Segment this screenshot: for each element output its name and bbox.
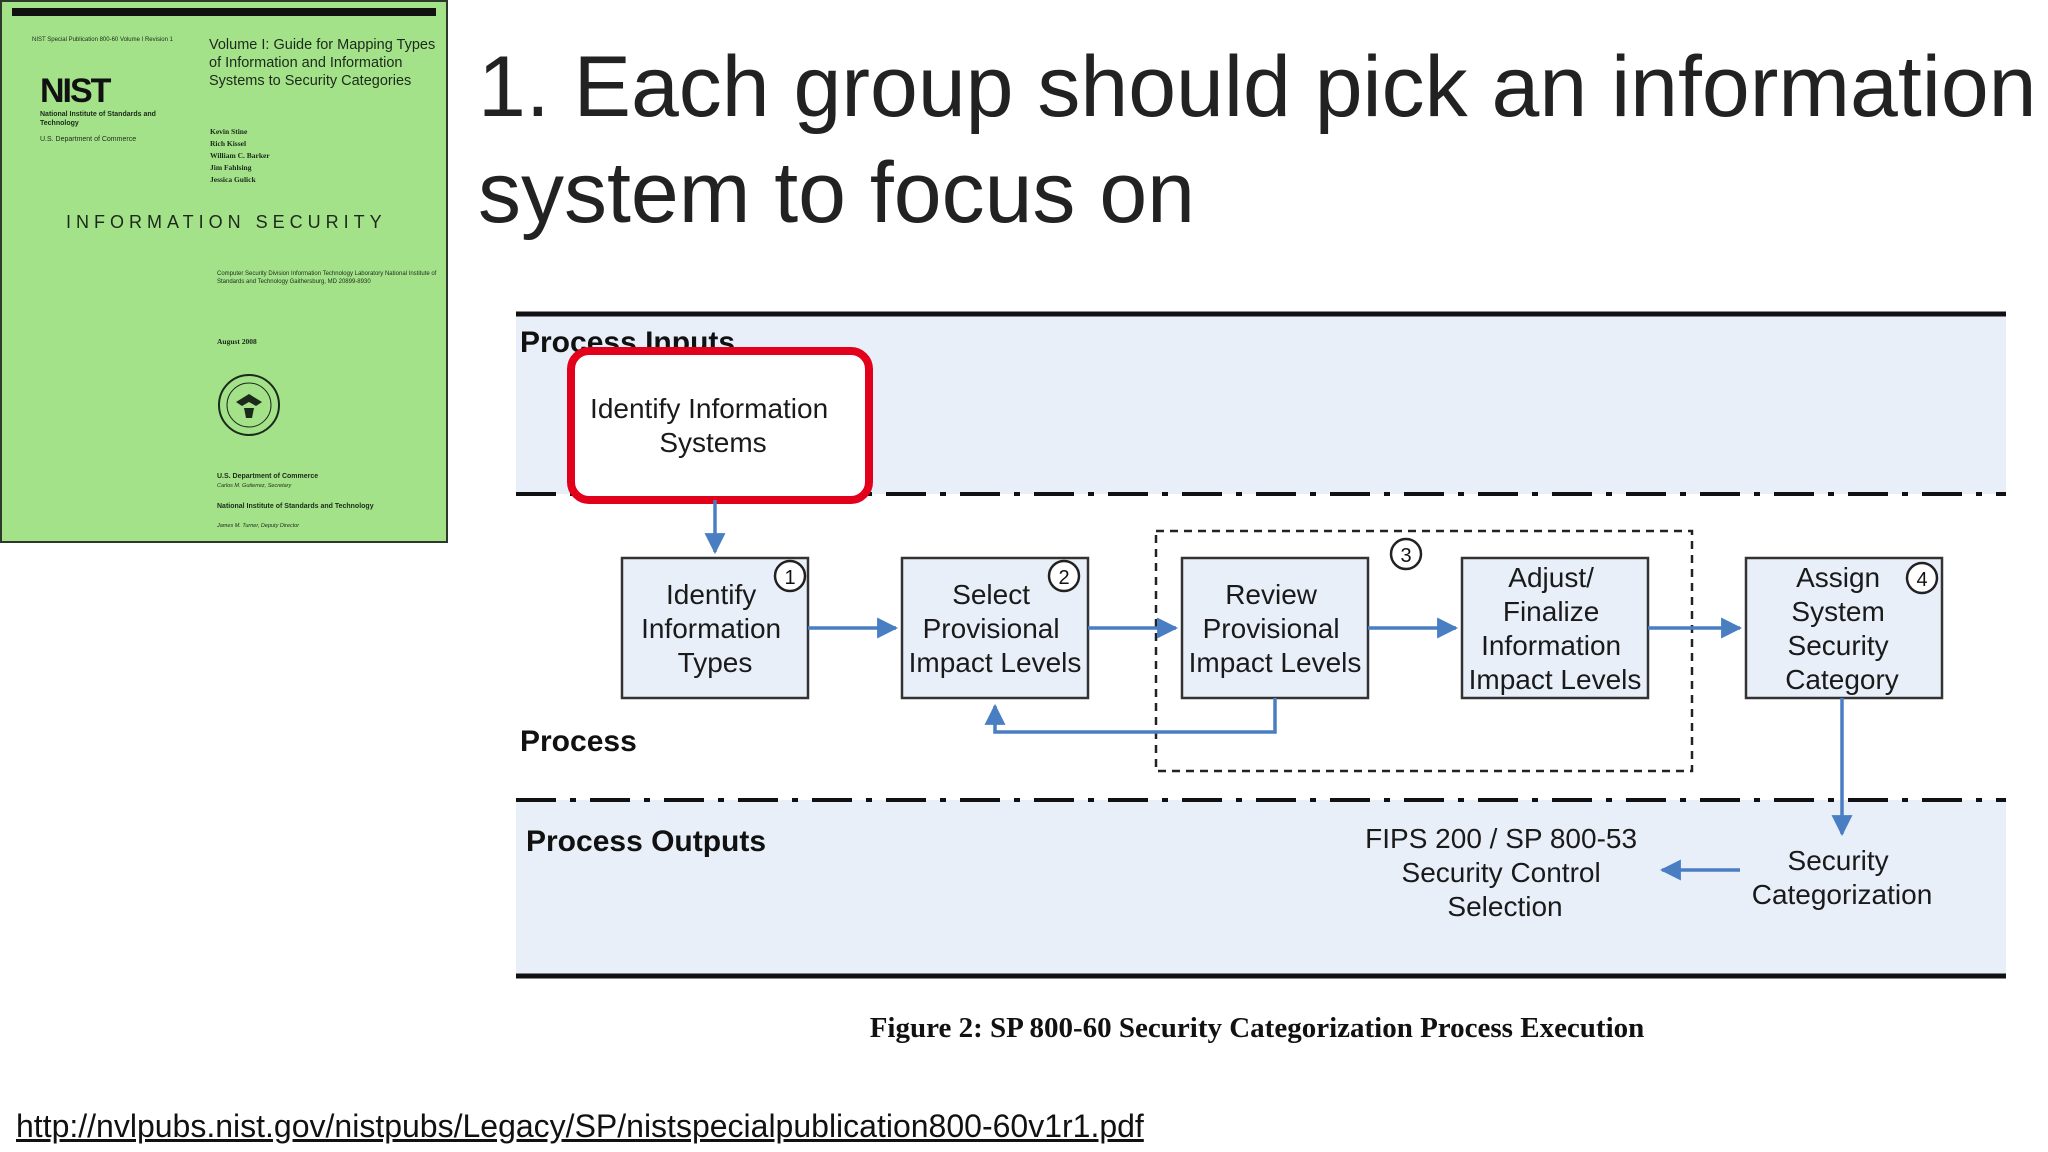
cover-author: Jessica Gulick: [210, 175, 256, 184]
band-label-process: Process: [520, 725, 637, 758]
step-adjust-finalize: Adjust/ Finalize Information Impact Leve…: [1460, 556, 1650, 700]
group-number-badge: [1389, 537, 1423, 571]
outputs-band: [516, 800, 2006, 976]
highlight-frame: [567, 347, 873, 504]
cover-date: August 2008: [217, 337, 257, 346]
step-label: Select Provisional Impact Levels: [909, 579, 1082, 678]
output-fips-line: Security Control: [1402, 857, 1601, 888]
step-label-line: Adjust/: [1508, 562, 1594, 593]
step-label-line: Provisional: [1203, 613, 1340, 644]
step-number: 4: [1916, 569, 1927, 591]
step-label-line: Category: [1785, 664, 1899, 695]
output-security-categorization: Security Categorization: [1752, 845, 1933, 910]
input-box-line: Systems: [659, 427, 766, 458]
cover-nist-full: National Institute of Standards and Tech…: [217, 503, 374, 510]
step-label-line: Impact Levels: [1469, 664, 1642, 695]
cover-dept: U.S. Department of Commerce: [40, 136, 137, 143]
input-box-line: Identify Information: [590, 393, 828, 424]
step-label: Adjust/ Finalize Information Impact Leve…: [1469, 562, 1642, 695]
output-categorization-line: Security: [1788, 845, 1889, 876]
step-number-badge: [773, 559, 807, 593]
step-number-badge: [1047, 559, 1081, 593]
step-label-line: Identify: [666, 579, 756, 610]
cover-author: Jim Fahlsing: [210, 163, 252, 172]
cover-institute: National Institute of Standards and Tech…: [40, 111, 156, 127]
cover-author: William C. Barker: [210, 151, 270, 160]
input-box-text: Identify Information Systems: [590, 393, 836, 458]
step-label-line: Security: [1788, 630, 1889, 661]
cover-commerce-sub: Carlos M. Gutierrez, Secretary: [217, 483, 292, 489]
group-number: 3: [1400, 545, 1411, 567]
cover-author: Rich Kissel: [210, 139, 247, 148]
output-fips-controls: FIPS 200 / SP 800-53 Security Control Se…: [1365, 823, 1645, 922]
band-label-outputs: Process Outputs: [526, 825, 766, 858]
step-select-provisional: 2 Select Provisional Impact Levels: [900, 556, 1090, 700]
cover-section: INFORMATION SECURITY: [66, 212, 387, 232]
output-fips-line: FIPS 200 / SP 800-53: [1365, 823, 1637, 854]
step-identify-types: 1 Identify Information Types: [620, 556, 810, 700]
cover-author: Kevin Stine: [210, 127, 248, 136]
step-label-line: Assign: [1796, 562, 1880, 593]
arrow-review-feedback: [984, 698, 1277, 734]
step-label-line: Select: [952, 579, 1030, 610]
step-label-line: Finalize: [1503, 596, 1599, 627]
source-link[interactable]: http://nvlpubs.nist.gov/nistpubs/Legacy/…: [16, 1108, 1144, 1144]
step-label-line: Information: [641, 613, 781, 644]
step-label-line: Provisional: [923, 613, 1060, 644]
step-label-line: Review: [1225, 579, 1318, 610]
step-label-line: Impact Levels: [909, 647, 1082, 678]
output-categorization-line: Categorization: [1752, 879, 1933, 910]
step-review-provisional: Review Provisional Impact Levels: [1180, 556, 1370, 700]
flow-arrows: [704, 500, 1853, 881]
step-label-line: Impact Levels: [1189, 647, 1362, 678]
step-number: 2: [1058, 567, 1069, 589]
report-cover-thumbnail: NIST Special Publication 800-60 Volume I…: [0, 0, 448, 543]
cover-top-bar: [12, 8, 436, 16]
step-label-line: System: [1791, 596, 1884, 627]
step-label-line: Information: [1481, 630, 1621, 661]
slide-title: 1. Each group should pick an information…: [478, 39, 2037, 241]
step-label: Review Provisional Impact Levels: [1189, 579, 1362, 678]
review-adjust-group: [1154, 529, 1694, 773]
step-number: 1: [784, 567, 795, 589]
commerce-seal-icon: [218, 374, 280, 436]
cover-nist-sub: James M. Turner, Deputy Director: [217, 523, 300, 529]
step-label: Assign System Security Category: [1785, 562, 1899, 695]
step-assign-category: 4 Assign System Security Category: [1744, 556, 1944, 700]
cover-pub-id: NIST Special Publication 800-60 Volume I…: [32, 37, 173, 43]
step-label-line: Types: [678, 647, 753, 678]
figure-caption: Figure 2: SP 800-60 Security Categorizat…: [870, 1012, 1645, 1044]
step-number-badge: [1905, 561, 1939, 595]
cover-authors: Kevin Stine Rich Kissel William C. Barke…: [210, 126, 270, 186]
nist-logo: NIST: [40, 72, 111, 110]
output-fips-line: Selection: [1447, 891, 1562, 922]
cover-division: Computer Security Division Information T…: [217, 271, 437, 285]
cover-volume-title: Volume I: Guide for Mapping Types of Inf…: [209, 37, 436, 89]
step-label: Identify Information Types: [641, 579, 789, 678]
cover-commerce: U.S. Department of Commerce: [217, 473, 319, 480]
